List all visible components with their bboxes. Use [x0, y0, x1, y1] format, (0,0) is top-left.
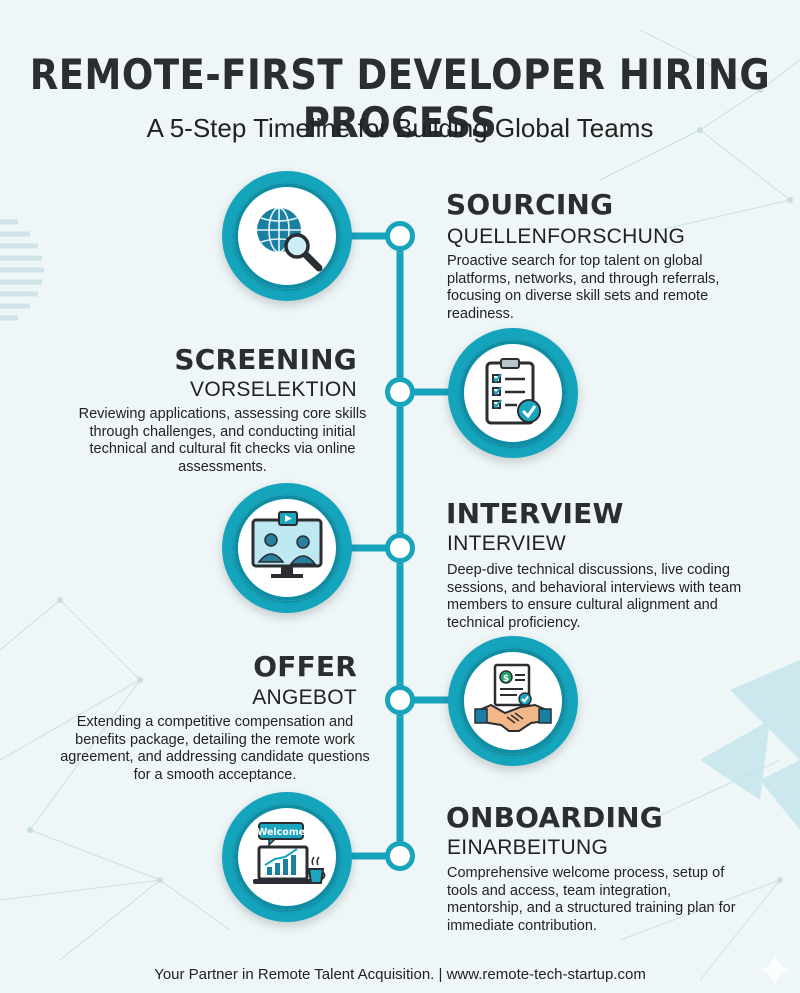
step-description-screening: Reviewing applications, assessing core s… — [78, 406, 367, 475]
video-call-icon — [251, 511, 323, 578]
step-icon-badge-sourcing — [222, 171, 352, 301]
timeline-node-screening — [385, 377, 415, 407]
step-description-interview: Deep-dive technical discussions, live co… — [447, 562, 742, 631]
step-subtitle-sourcing: QUELLENFORSCHUNG — [447, 225, 686, 248]
laptop-welcome-icon: Welcome — [253, 822, 326, 884]
timeline-node-onboarding — [385, 841, 415, 871]
step-subtitle-interview: INTERVIEW — [447, 532, 566, 555]
step-title-offer: OFFER — [253, 650, 357, 683]
step-description-onboarding: Comprehensive welcome process, setup of … — [447, 865, 736, 934]
step-icon-badge-offer: $ — [448, 636, 578, 766]
welcome-bubble-text: Welcome — [257, 827, 305, 838]
globe-magnifier-icon — [257, 207, 323, 272]
step-title-interview: INTERVIEW — [446, 497, 624, 530]
step-title-sourcing: SOURCING — [446, 188, 614, 221]
step-title-onboarding: ONBOARDING — [446, 801, 663, 834]
timeline-node-offer — [385, 685, 415, 715]
step-icon-badge-onboarding: Welcome — [222, 792, 352, 922]
step-subtitle-screening: VORSELEKTION — [190, 378, 357, 401]
step-subtitle-onboarding: EINARBEITUNG — [447, 836, 609, 859]
timeline-node-sourcing — [385, 221, 415, 251]
step-subtitle-offer: ANGEBOT — [252, 686, 357, 709]
timeline-node-interview — [385, 533, 415, 563]
page-title: REMOTE-FIRST DEVELOPER HIRING PROCESS — [29, 50, 771, 148]
step-description-offer: Extending a competitive compensation and… — [60, 714, 370, 783]
step-icon-badge-interview — [222, 483, 352, 613]
step-description-sourcing: Proactive search for top talent on globa… — [447, 253, 720, 322]
clipboard-checklist-icon — [485, 358, 541, 425]
page-subtitle: A 5-Step Timeline for Building Global Te… — [146, 113, 654, 143]
handshake-contract-icon: $ — [474, 663, 552, 732]
svg-text:$: $ — [503, 674, 509, 684]
step-icon-badge-screening — [448, 328, 578, 458]
footer-text: Your Partner in Remote Talent Acquisitio… — [154, 966, 646, 983]
step-title-screening: SCREENING — [174, 343, 357, 376]
